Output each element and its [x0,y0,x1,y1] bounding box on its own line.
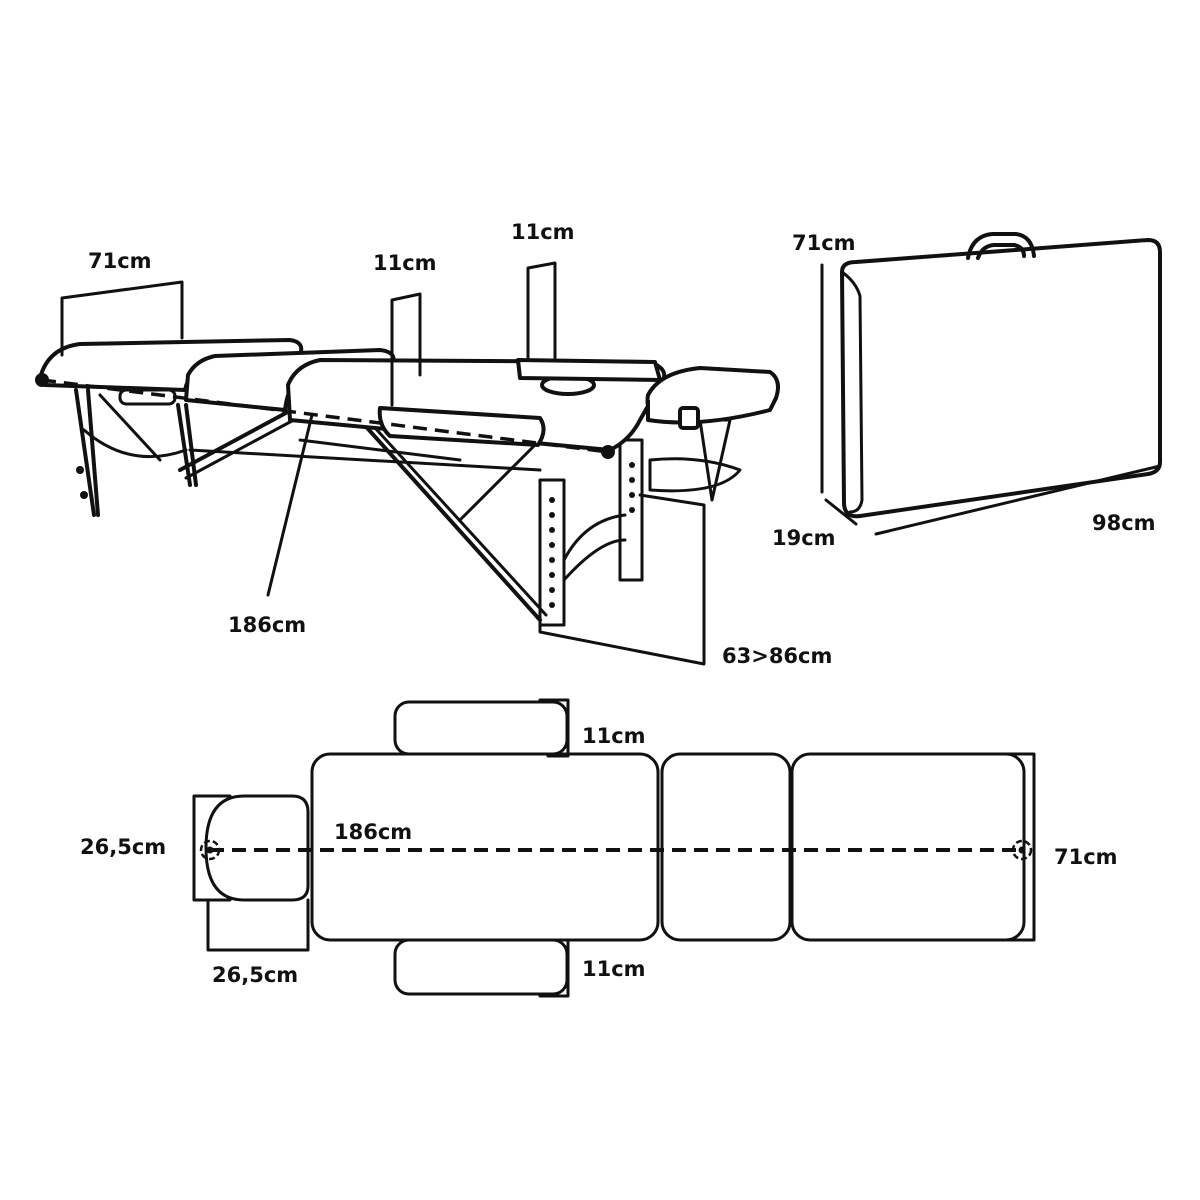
top-length-label: 186cm [334,820,412,844]
case-body [840,238,1162,519]
height-adjust-holes [76,462,635,608]
top-armrest-lower-label: 11cm [582,957,646,981]
top-headrest-width-label: 26,5cm [212,963,298,987]
dimension-brackets [60,261,706,666]
top-section-middle [660,752,792,942]
top-armrest-lower [393,938,569,996]
table-perspective-view: 71cm 11cm 11cm 186cm 63>86cm [35,220,832,668]
perspective-height-label: 63>86cm [722,644,832,668]
carry-case-view: 71cm 19cm 98cm [772,231,1162,550]
case-length-line [874,464,1162,536]
perspective-length-label: 186cm [228,613,306,637]
table-top-cushions [38,338,780,452]
case-length-label: 98cm [1092,511,1156,535]
case-side-edge [840,270,864,514]
armrest-front [377,406,546,447]
top-width-label: 71cm [1054,845,1118,869]
case-height-label: 71cm [792,231,856,255]
perspective-width-label: 71cm [88,249,152,273]
top-armrest-upper [393,700,569,756]
perspective-armrest-left-label: 11cm [373,251,437,275]
case-thickness-label: 19cm [772,526,836,550]
top-length-line [199,839,1033,861]
top-armrest-upper-label: 11cm [582,724,646,748]
case-thickness-line [824,498,858,526]
length-dimension-line [35,373,615,459]
top-headrest-height-label: 26,5cm [80,835,166,859]
table-frame [74,388,742,627]
top-section-foot [790,752,1026,942]
top-section-head [310,752,660,942]
perspective-armrest-right-label: 11cm [511,220,575,244]
table-top-view: 11cm 11cm 26,5cm 26,5cm 186cm 71cm [80,698,1118,998]
armrest-back [516,358,662,382]
